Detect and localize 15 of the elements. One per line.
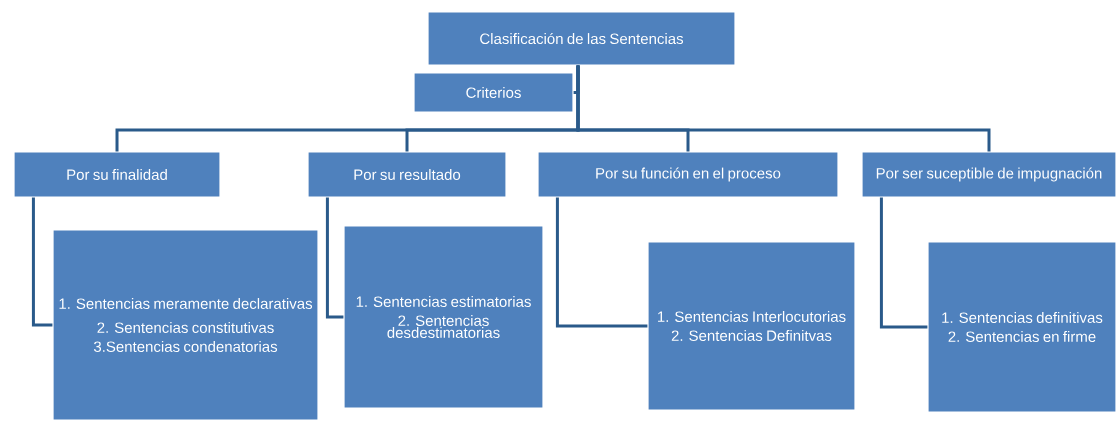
connector-line xyxy=(31,197,53,327)
connector-line xyxy=(576,65,991,152)
category-box: Por su finalidad xyxy=(13,151,221,198)
category-box: Clasificación de las Sentencias xyxy=(427,11,736,66)
list-box: 1. Sentencias meramente declarativas 2. Sentencias constitutivas 3.Sentencias condenatorias xyxy=(52,229,319,421)
list-box: 1. Sentencias estimatorias 2. Sentencias desdestimatorias xyxy=(343,225,544,409)
list-box: 1. Sentencias definitivas 2. Sentencias en firme xyxy=(927,241,1117,413)
connector-line xyxy=(879,197,928,329)
category-box: Criterios xyxy=(413,72,574,113)
connector-line xyxy=(555,197,648,328)
list-box: 1. Sentencias Interlocutorias 2. Sentencias Definitvas xyxy=(647,241,856,411)
category-box: Por ser suceptible de impugnación xyxy=(861,151,1117,198)
connector-line xyxy=(325,197,344,319)
category-box: Por su resultado xyxy=(307,151,507,198)
category-box: Por su función en el proceso xyxy=(537,151,839,198)
